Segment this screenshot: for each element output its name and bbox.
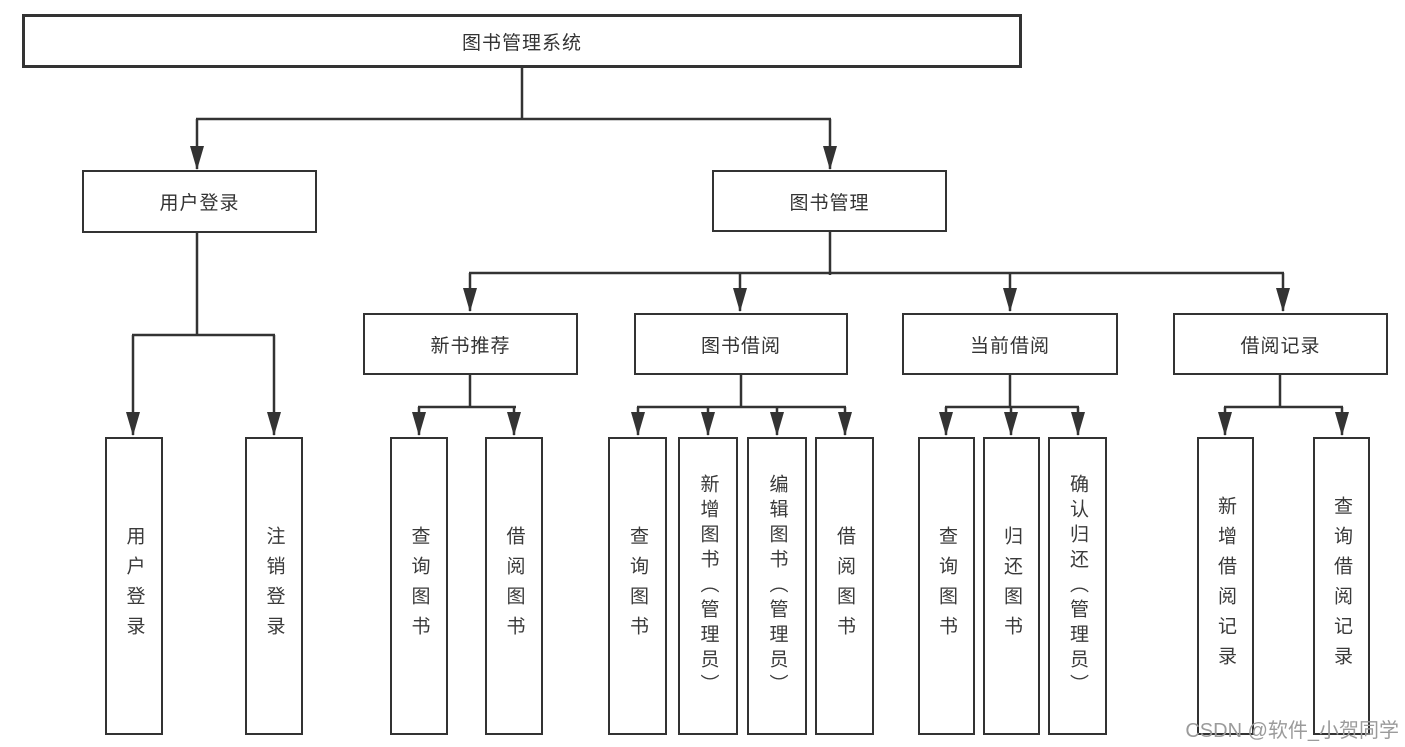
leaf-label: 确认归还（管理员） — [1067, 473, 1088, 699]
leaf-label: 新增图书（管理员） — [697, 473, 719, 699]
node-root-library-system: 图书管理系统 — [22, 14, 1022, 68]
leaf-borrow-books-recommend: 借阅图书 — [485, 437, 543, 735]
leaf-confirm-return-admin: 确认归还（管理员） — [1048, 437, 1107, 735]
leaf-borrow-books-borrowing: 借阅图书 — [815, 437, 874, 735]
leaf-query-books-current: 查询图书 — [918, 437, 975, 735]
leaf-label: 编辑图书（管理员） — [766, 473, 788, 699]
node-borrowing-records: 借阅记录 — [1173, 313, 1388, 375]
branch-lines — [132, 68, 1343, 409]
leaf-user-login: 用户登录 — [105, 437, 163, 735]
csdn-watermark: CSDN @软件_小贺同学 — [1185, 720, 1399, 742]
leaf-label: 查询借阅记录 — [1331, 496, 1352, 676]
leaf-label: 查询图书 — [408, 526, 430, 646]
leaf-logout-login: 注销登录 — [245, 437, 303, 735]
leaf-label: 借阅图书 — [503, 526, 525, 646]
leaf-add-borrow-record: 新增借阅记录 — [1197, 437, 1254, 735]
leaf-label: 归还图书 — [1001, 526, 1022, 646]
leaf-label: 注销登录 — [263, 526, 285, 646]
leaf-add-books-admin: 新增图书（管理员） — [678, 437, 738, 735]
leaf-return-books: 归还图书 — [983, 437, 1040, 735]
leaf-query-books-borrowing: 查询图书 — [608, 437, 667, 735]
node-book-management: 图书管理 — [712, 170, 947, 232]
leaf-label: 查询图书 — [936, 526, 957, 646]
leaf-query-books-recommend: 查询图书 — [390, 437, 448, 735]
leaf-label: 新增借阅记录 — [1215, 496, 1236, 676]
arrow-lines — [126, 119, 1349, 436]
leaf-label: 用户登录 — [123, 526, 145, 646]
node-user-login: 用户登录 — [82, 170, 317, 233]
node-new-book-recommend: 新书推荐 — [363, 313, 578, 375]
leaf-edit-books-admin: 编辑图书（管理员） — [747, 437, 807, 735]
leaf-label: 查询图书 — [627, 526, 648, 646]
leaf-label: 借阅图书 — [834, 526, 855, 646]
node-current-borrowing: 当前借阅 — [902, 313, 1118, 375]
leaf-query-borrow-record: 查询借阅记录 — [1313, 437, 1370, 735]
node-book-borrowing: 图书借阅 — [634, 313, 848, 375]
